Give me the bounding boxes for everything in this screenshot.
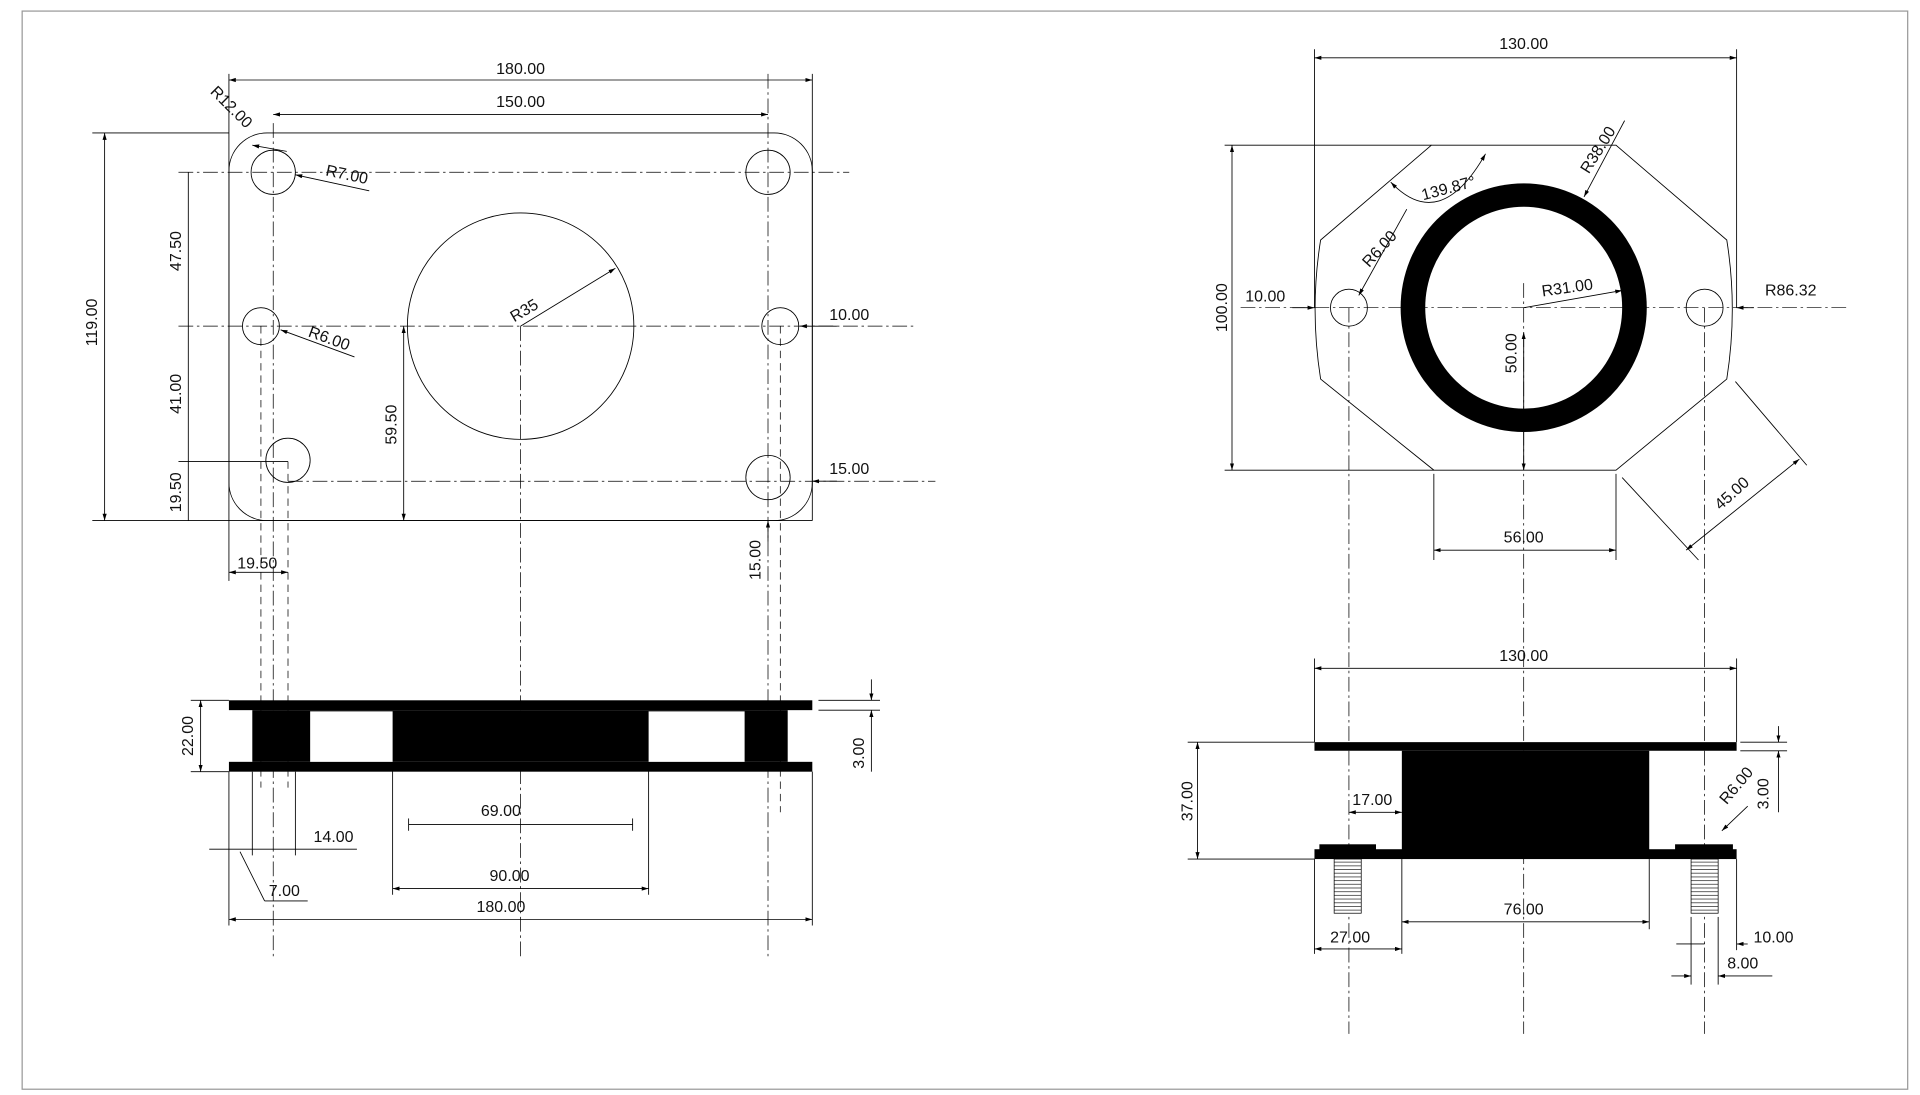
- dim-center-hole-radius: R35: [508, 296, 542, 325]
- dim-bottom-hole-offset: 15.00: [829, 461, 869, 478]
- dim-17: 17.00: [1352, 792, 1392, 809]
- dim-upper: 47.50: [168, 231, 185, 271]
- dim-side-overall-height: 37.00: [1180, 781, 1197, 821]
- dim-overall-height: 119.00: [84, 298, 101, 346]
- dim-thickness: 22.00: [180, 716, 197, 756]
- dim-hole-offset: 10.00: [1245, 289, 1285, 306]
- dim-27: 27.00: [1330, 930, 1370, 947]
- right-side-view: 130.00 37.00 17.00 3.00 R6.00 76.00 27.0…: [1180, 648, 1794, 985]
- stud-left: [1333, 858, 1362, 914]
- stud-right: [1690, 858, 1719, 914]
- top-plate: [1314, 742, 1737, 751]
- dim-center-height: 59.50: [383, 404, 400, 444]
- dim-side-hole-radius: R6.00: [306, 324, 352, 355]
- right-top-view: 130.00 100.00 10.00 R86.32 R6.00 139.87°…: [1214, 36, 1847, 1034]
- dim-fillet-radius: R6.00: [1717, 764, 1758, 808]
- dim-outer-window-span: 90.00: [490, 868, 530, 885]
- left-top-view: 180.00 150.00 R12.00 R7.00 R6.00 R35 119…: [84, 61, 936, 960]
- dim-bottom-hole-vertical: 15.00: [748, 540, 765, 580]
- bottom-plate: [1314, 849, 1737, 860]
- dim-side-overall-width: 180.00: [476, 899, 525, 916]
- dim-10: 10.00: [1754, 930, 1794, 947]
- dim-corner-radius: R12.00: [207, 83, 256, 132]
- dim-corner-hole-radius: R7.00: [324, 163, 369, 189]
- window-left: [310, 711, 393, 762]
- bottom-flange: [228, 761, 813, 772]
- octagon-flange: [1314, 144, 1733, 471]
- top-flange: [228, 700, 813, 711]
- dim-side-radius: R86.32: [1765, 282, 1817, 299]
- dim-plate-thickness: 3.00: [1756, 778, 1773, 809]
- dim-flange-thickness: 3.00: [851, 738, 868, 769]
- dim-inner-window-span: 69.00: [481, 803, 521, 820]
- dim-chamfer-length: 45.00: [1712, 474, 1753, 513]
- dim-middle: 41.00: [168, 374, 185, 414]
- dim-half-height: 50.00: [1503, 333, 1520, 373]
- dim-right-overall-height: 100.00: [1214, 283, 1231, 332]
- dim-overall-width: 180.00: [496, 61, 545, 78]
- pad-right: [1675, 844, 1733, 851]
- dim-right-overall-width: 130.00: [1499, 36, 1548, 53]
- pad-left: [1319, 844, 1376, 851]
- dim-8: 8.00: [1727, 956, 1758, 973]
- dim-side-overall-width: 130.00: [1499, 648, 1548, 665]
- dim-lower: 19.50: [168, 472, 185, 512]
- dim-7: 7.00: [269, 883, 300, 900]
- window-right: [648, 711, 745, 762]
- dim-hole-radius: R6.00: [1359, 228, 1400, 271]
- drawing-frame: [21, 10, 1909, 1090]
- hole-bottom-left: [265, 437, 311, 483]
- rubber-body: [1401, 750, 1650, 851]
- dim-hole-spacing: 150.00: [496, 94, 545, 111]
- left-side-view: 22.00 3.00 69.00 90.00 180.00 14.00 7.00: [180, 679, 880, 926]
- dim-body-width: 76.00: [1504, 901, 1544, 918]
- dim-14: 14.00: [314, 829, 354, 846]
- dim-right-hole-offset: 10.00: [829, 307, 869, 324]
- dim-left-hole-offset: 19.50: [237, 556, 277, 573]
- dim-flat-width: 56.00: [1504, 530, 1544, 547]
